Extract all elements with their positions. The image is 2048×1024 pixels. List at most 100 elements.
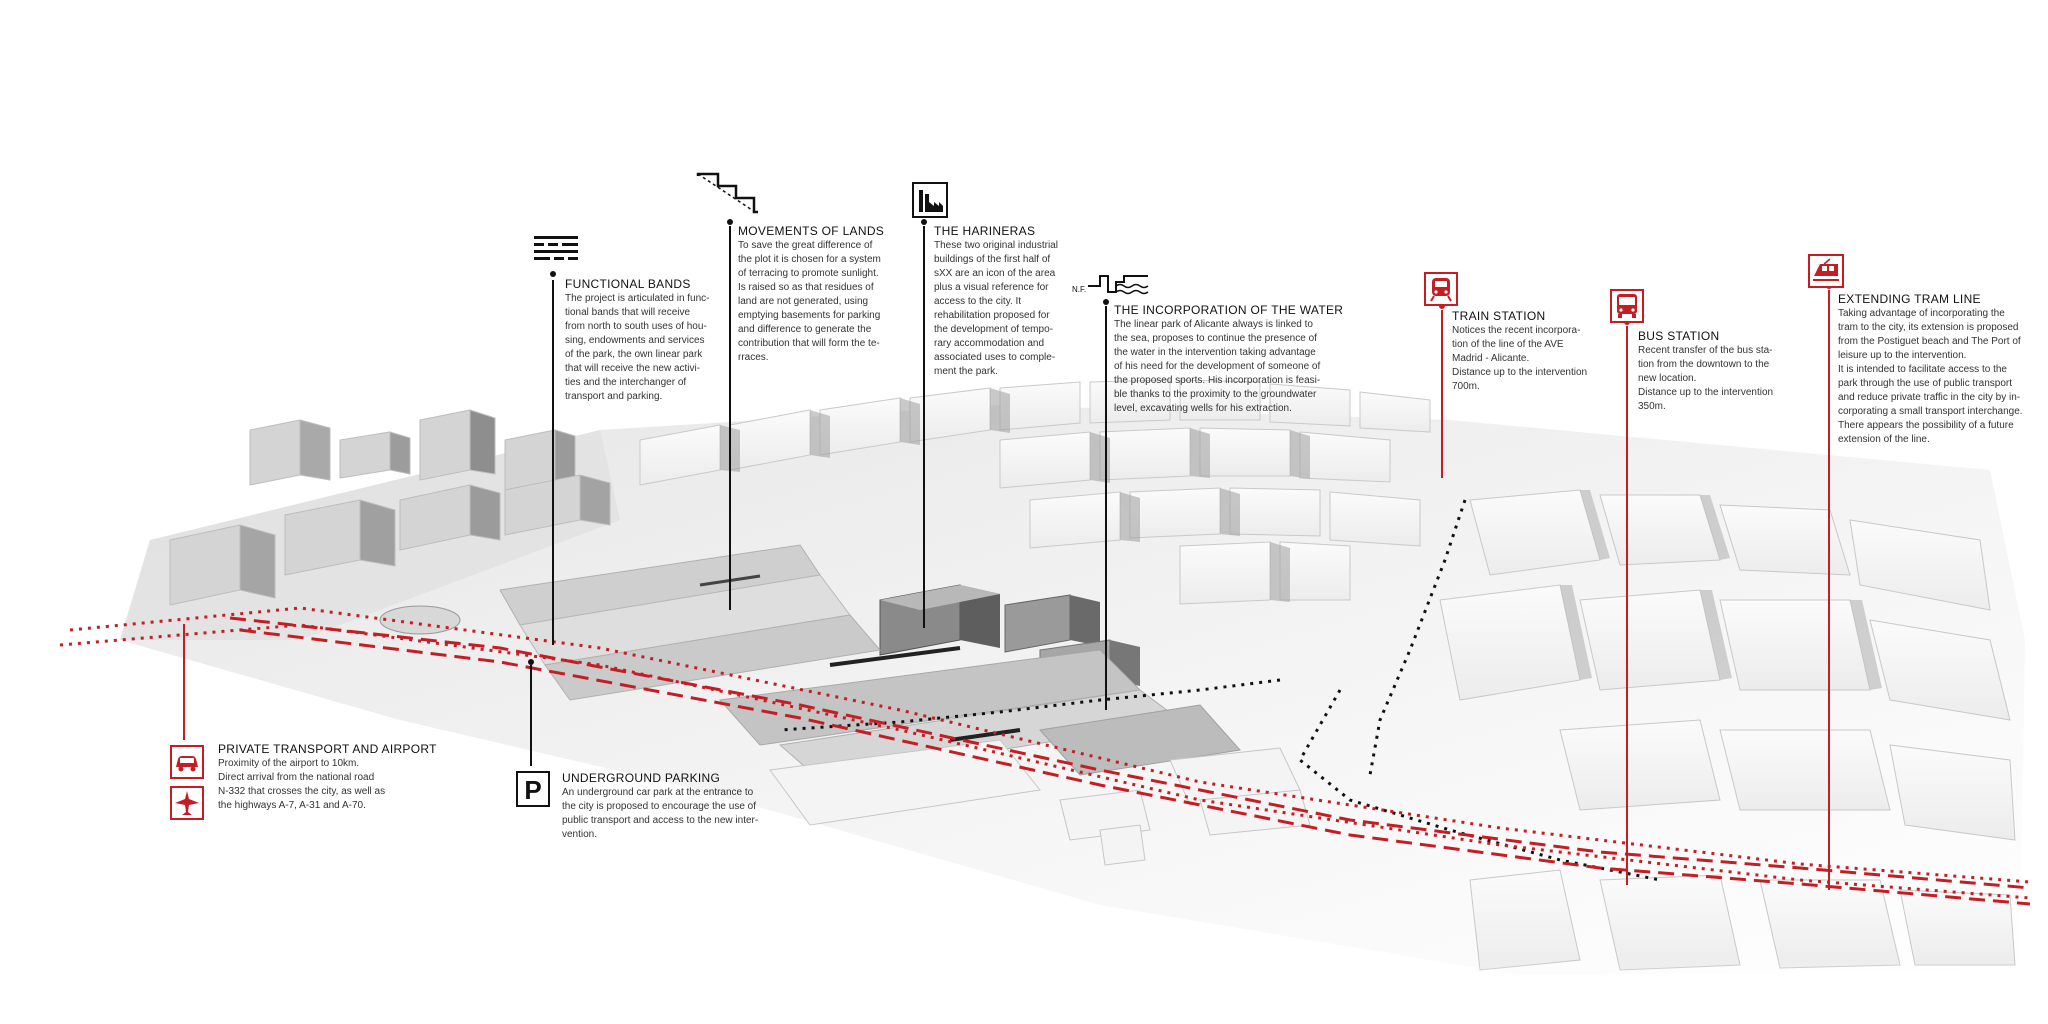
annotation-line: To save the great difference of (738, 240, 873, 251)
annotation-line: Taking advantage of incorporating the (1838, 308, 2005, 319)
annotation-line: the proposed sports. His incorporation i… (1114, 375, 1321, 386)
annotation-line: new location. (1638, 373, 1697, 384)
northwest-buildings (169, 409, 611, 606)
bus-icon (1610, 289, 1644, 323)
roads (779, 499, 1661, 882)
annotation-line: rraces. (738, 352, 769, 363)
annotation-line: contribution that will form the te- (738, 338, 880, 349)
annotation-title: EXTENDING TRAM LINE (1838, 292, 1981, 306)
annotation-line: of terracing to promote sunlight. (738, 268, 879, 279)
annotation-line: corporating a small transport interchang… (1838, 406, 2023, 417)
annotation-body: The project is articulated in func-tiona… (565, 292, 710, 404)
stripes-icon (534, 236, 578, 260)
annotation-body: Proximity of the airport to 10km. Direct … (218, 757, 437, 813)
annotation-line: Notices the recent incorpora- (1452, 325, 1581, 336)
annotation-line: extension of the line. (1838, 434, 1930, 445)
annotation-line: sing, endowments and services (565, 335, 705, 346)
parking-icon: P (516, 771, 550, 807)
tram-icon (1808, 254, 1844, 288)
annotation-body: To save the great difference of the plot … (738, 239, 884, 365)
annotation-line: plus a visual reference for (934, 282, 1049, 293)
annotation-line: Direct arrival from the national road (218, 772, 375, 783)
annotation-line: rehabilitation proposed for (934, 310, 1050, 321)
annotation-line: the development of tempo- (934, 324, 1053, 335)
svg-text:N.F.: N.F. (1072, 285, 1086, 294)
annotation-tram-line: EXTENDING TRAM LINE Taking advantage of … (1838, 292, 2023, 447)
car-icon (170, 745, 204, 779)
annotation-line: Recent transfer of the bus sta- (1638, 345, 1773, 356)
annotation-functional-bands: FUNCTIONAL BANDS The project is articula… (565, 277, 710, 404)
annotation-line: leisure up to the intervention. (1838, 350, 1967, 361)
annotation-title: UNDERGROUND PARKING (562, 771, 721, 785)
annotation-line: These two original industrial (934, 240, 1058, 251)
east-building-shadows (1560, 490, 1882, 690)
annotation-train-station: TRAIN STATION Notices the recent incorpo… (1452, 309, 1587, 394)
annotation-title: MOVEMENTS OF LANDS (738, 224, 885, 238)
east-buildings (1439, 489, 2016, 971)
annotation-line: the sea, proposes to continue the presen… (1114, 333, 1317, 344)
annotation-body: These two original industrial buildings o… (934, 239, 1058, 379)
annotation-bus-station: BUS STATION Recent transfer of the bus s… (1638, 329, 1773, 414)
central-grid-blocks (639, 379, 1431, 605)
annotation-line: The project is articulated in func- (565, 293, 710, 304)
annotation-line: from north to south uses of hou- (565, 321, 707, 332)
annotation-line: tram to the city, its extension is propo… (1838, 322, 2019, 333)
annotation-title: THE INCORPORATION OF THE WATER (1114, 303, 1344, 317)
annotation-body: An underground car park at the entrance … (562, 786, 758, 842)
airplane-icon (170, 786, 204, 820)
terrain-section-icon (696, 172, 759, 215)
rail-lines (59, 606, 2031, 906)
annotation-title: FUNCTIONAL BANDS (565, 277, 691, 291)
annotation-line: tion from the downtown to the (1638, 359, 1770, 370)
annotation-line: Distance up to the intervention (1638, 387, 1774, 398)
annotation-private-transport: PRIVATE TRANSPORT AND AIRPORT Proximity … (218, 742, 437, 813)
factory-icon (912, 182, 948, 218)
annotation-title: PRIVATE TRANSPORT AND AIRPORT (218, 742, 437, 756)
annotation-line: land are not generated, using (738, 296, 869, 307)
annotation-body: The linear park of Alicante always is li… (1114, 318, 1343, 416)
annotation-line: of the park, the own linear park (565, 349, 703, 360)
annotation-line: and difference to generate the (738, 324, 872, 335)
train-icon (1424, 272, 1458, 306)
annotation-line: emptying basements for parking (738, 310, 881, 321)
annotation-line: associated uses to comple- (934, 352, 1056, 363)
annotation-body: Recent transfer of the bus sta-tion from… (1638, 344, 1773, 414)
annotation-line: N-332 that crosses the city, as well as (218, 786, 386, 797)
annotation-line: the plot it is chosen for a system (738, 254, 881, 265)
annotation-line: vention. (562, 829, 598, 840)
annotation-line: that will receive the new activi- (565, 363, 701, 374)
ground-fade (0, 960, 2048, 1024)
annotation-title: TRAIN STATION (1452, 309, 1546, 323)
annotation-line: the water in the intervention taking adv… (1114, 347, 1316, 358)
annotation-line: Proximity of the airport to 10km. (218, 758, 360, 769)
annotation-line: level, excavating wells for his extracti… (1114, 403, 1292, 414)
annotation-underground-parking: UNDERGROUND PARKING An underground car p… (562, 771, 758, 842)
annotation-line: the city is proposed to encourage the us… (562, 801, 757, 812)
annotation-line: access to the city. It (934, 296, 1022, 307)
annotation-line: park through the use of public transport (1838, 378, 2012, 389)
annotation-line: public transport and access to the new i… (562, 815, 759, 826)
annotation-line: from the Postiguet beach and The Port of (1838, 336, 2021, 347)
annotation-line: the highways A-7, A-31 and A-70. (218, 800, 366, 811)
annotation-line: rary accommodation and (934, 338, 1045, 349)
water-level-icon: N.F. (1072, 275, 1149, 295)
annotation-title: BUS STATION (1638, 329, 1720, 343)
annotation-line: sXX are an icon of the area (934, 268, 1056, 279)
annotation-line: ble thanks to the proximity to the groun… (1114, 389, 1317, 400)
annotation-line: buildings of the first half of (934, 254, 1051, 265)
leader-lines (183, 226, 1830, 890)
annotation-harineras: THE HARINERAS These two original industr… (934, 224, 1058, 379)
annotation-line: transport and parking. (565, 391, 663, 402)
annotation-water: THE INCORPORATION OF THE WATER The linea… (1114, 303, 1343, 416)
annotation-movements-of-lands: MOVEMENTS OF LANDS To save the great dif… (738, 224, 884, 365)
annotation-line: Distance up to the intervention (1452, 367, 1588, 378)
annotation-body: Notices the recent incorpora-tion of the… (1452, 324, 1587, 394)
annotation-line: 700m. (1452, 381, 1480, 392)
round-tank (379, 605, 461, 635)
annotation-line: ties and the interchanger of (565, 377, 687, 388)
annotation-line: tion of the line of the AVE (1452, 339, 1564, 350)
annotation-line: 350m. (1638, 401, 1666, 412)
annotation-title: THE HARINERAS (934, 224, 1036, 238)
